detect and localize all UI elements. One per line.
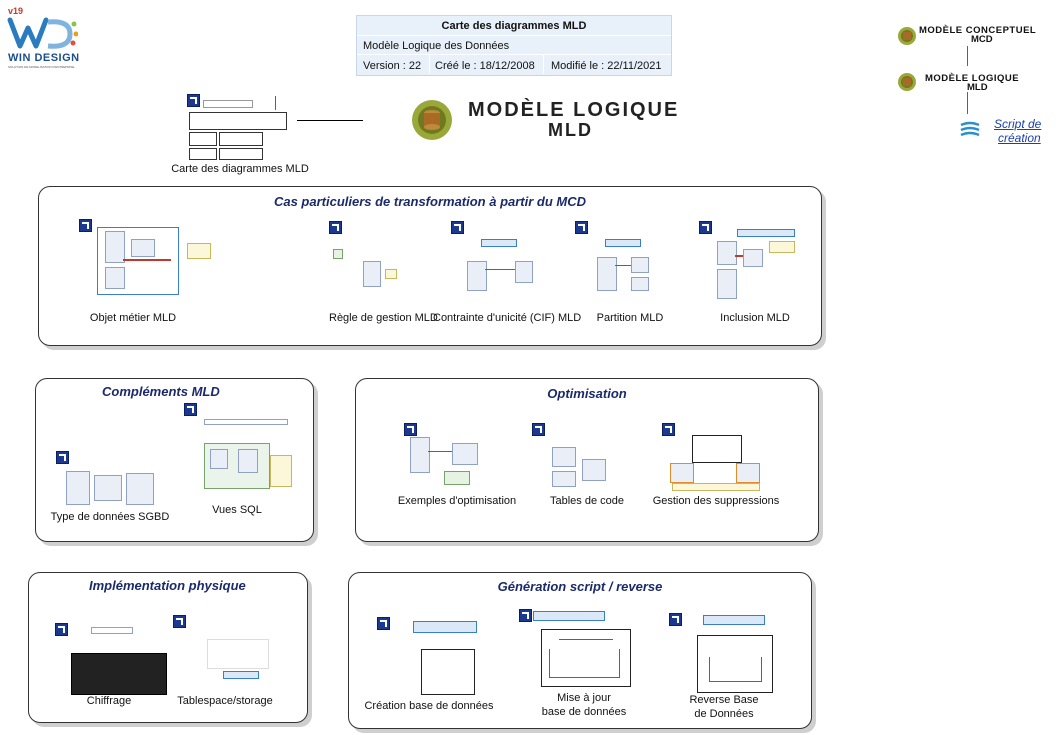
mld-banner: MODÈLE LOGIQUE MLD: [408, 96, 698, 144]
modified-label: Modifié le : 22/11/2021: [551, 60, 662, 72]
diagram-contrainte-unicite[interactable]: [451, 221, 561, 293]
panel-title: Génération script / reverse: [497, 579, 663, 594]
link-icon[interactable]: [662, 423, 675, 436]
script-link-line2[interactable]: création: [998, 131, 1041, 145]
banner-line2: MLD: [548, 120, 593, 140]
link-icon[interactable]: [56, 451, 69, 464]
caption-exemples-optimisation[interactable]: Exemples d'optimisation: [397, 495, 517, 507]
mld-db-icon: [898, 73, 916, 91]
link-icon[interactable]: [184, 403, 197, 416]
nav-mcd-line2: MCD: [971, 34, 993, 45]
caption-creation-bd[interactable]: Création base de données: [364, 700, 494, 712]
diagram-chiffrage[interactable]: [55, 623, 167, 697]
logo-tagline: SOLUTION DE MODELISATION D'ENTREPRISE: [8, 65, 75, 69]
panel-complements: Compléments MLD Type de données SGBD Vue…: [35, 378, 314, 542]
logo-name: WIN DESIGN: [8, 52, 80, 64]
panel-optimisation: Optimisation Exemples d'optimisation Tab…: [355, 378, 819, 542]
diagram-regle-gestion[interactable]: [329, 221, 429, 291]
map-caption[interactable]: Carte des diagrammes MLD: [171, 163, 309, 175]
diagram-partition[interactable]: [575, 221, 675, 293]
nav-mld-line2: MLD: [967, 82, 988, 93]
link-icon[interactable]: [669, 613, 682, 626]
nav-arrow-2: [967, 92, 968, 114]
diagram-type-donnees[interactable]: [56, 451, 166, 507]
diagram-tables-code[interactable]: [532, 423, 642, 493]
link-icon[interactable]: [575, 221, 588, 234]
link-icon[interactable]: [699, 221, 712, 234]
caption-mise-a-jour-2[interactable]: base de données: [541, 706, 627, 718]
mcd-db-icon: [898, 27, 916, 45]
caption-reverse-2[interactable]: de Données: [694, 708, 754, 720]
banner-line1: MODÈLE LOGIQUE: [468, 99, 680, 121]
windesign-logo: v19 WIN DESIGN SOLUTION DE MODELISATION …: [4, 6, 84, 70]
caption-vues-sql[interactable]: Vues SQL: [212, 504, 262, 516]
link-icon[interactable]: [173, 615, 186, 628]
caption-reverse-1[interactable]: Reverse Base: [689, 694, 759, 706]
diagram-info-box: Carte des diagrammes MLD Modèle Logique …: [356, 15, 672, 76]
diagram-reverse-bd[interactable]: [669, 613, 779, 693]
panel-implementation: Implémentation physique Chiffrage Tables…: [28, 572, 308, 723]
caption-tables-code[interactable]: Tables de code: [550, 495, 624, 507]
link-icon[interactable]: [187, 94, 200, 107]
connector-line: [297, 120, 363, 121]
caption-objet-metier[interactable]: Objet métier MLD: [89, 312, 177, 324]
diagram-objet-metier[interactable]: [79, 219, 211, 295]
caption-tablespace[interactable]: Tablespace/storage: [177, 695, 273, 707]
diagram-subtitle: Modèle Logique des Données: [363, 40, 510, 52]
version-label: Version : 22: [363, 60, 422, 72]
link-icon[interactable]: [79, 219, 92, 232]
caption-inclusion[interactable]: Inclusion MLD: [720, 312, 790, 324]
panel-cas-particuliers: Cas particuliers de transformation à par…: [38, 186, 822, 346]
diagram-gestion-suppressions[interactable]: [662, 423, 782, 493]
caption-chiffrage[interactable]: Chiffrage: [86, 695, 132, 707]
nav-arrow-1: [967, 46, 968, 66]
panel-title: Implémentation physique: [89, 578, 246, 593]
link-icon[interactable]: [329, 221, 342, 234]
script-icon: [960, 121, 980, 137]
map-thumbnail[interactable]: [185, 92, 295, 160]
nav-mld[interactable]: MODÈLE LOGIQUE MLD: [897, 70, 1057, 94]
caption-gestion-suppressions[interactable]: Gestion des suppressions: [652, 495, 780, 507]
link-icon[interactable]: [532, 423, 545, 436]
caption-mise-a-jour-1[interactable]: Mise à jour: [557, 692, 611, 704]
link-icon[interactable]: [519, 609, 532, 622]
diagram-vues-sql[interactable]: [184, 403, 294, 505]
nav-mcd[interactable]: MODÈLE CONCEPTUEL MCD: [897, 24, 1057, 48]
diagram-inclusion[interactable]: [699, 221, 809, 303]
panel-title: Cas particuliers de transformation à par…: [273, 194, 587, 209]
link-icon[interactable]: [451, 221, 464, 234]
logo-mark: [7, 17, 78, 49]
link-icon[interactable]: [377, 617, 390, 630]
panel-title: Optimisation: [547, 386, 627, 401]
panel-title: Compléments MLD: [102, 384, 220, 399]
link-icon[interactable]: [404, 423, 417, 436]
nav-mld-line1: MODÈLE LOGIQUE: [925, 73, 1020, 84]
link-icon[interactable]: [55, 623, 68, 636]
caption-partition[interactable]: Partition MLD: [596, 312, 664, 324]
diagram-title: Carte des diagrammes MLD: [441, 20, 587, 32]
caption-type-donnees[interactable]: Type de données SGBD: [50, 511, 170, 523]
caption-regle-gestion[interactable]: Règle de gestion MLD: [329, 312, 438, 324]
diagram-exemples-optimisation[interactable]: [404, 423, 514, 493]
diagram-mise-a-jour[interactable]: [519, 609, 639, 689]
caption-contrainte-unicite[interactable]: Contrainte d'unicité (CIF) MLD: [433, 312, 582, 324]
nav-mcd-line1: MODÈLE CONCEPTUEL: [919, 25, 1037, 36]
created-label: Créé le : 18/12/2008: [435, 60, 535, 72]
logo-version: v19: [8, 6, 24, 16]
panel-generation: Génération script / reverse Création bas…: [348, 572, 812, 729]
script-creation-link[interactable]: Script de création: [958, 115, 1058, 147]
diagram-creation-bd[interactable]: [377, 617, 517, 697]
diagram-tablespace[interactable]: [173, 615, 293, 691]
database-icon: [412, 100, 452, 140]
script-link-line1[interactable]: Script de: [994, 117, 1042, 131]
